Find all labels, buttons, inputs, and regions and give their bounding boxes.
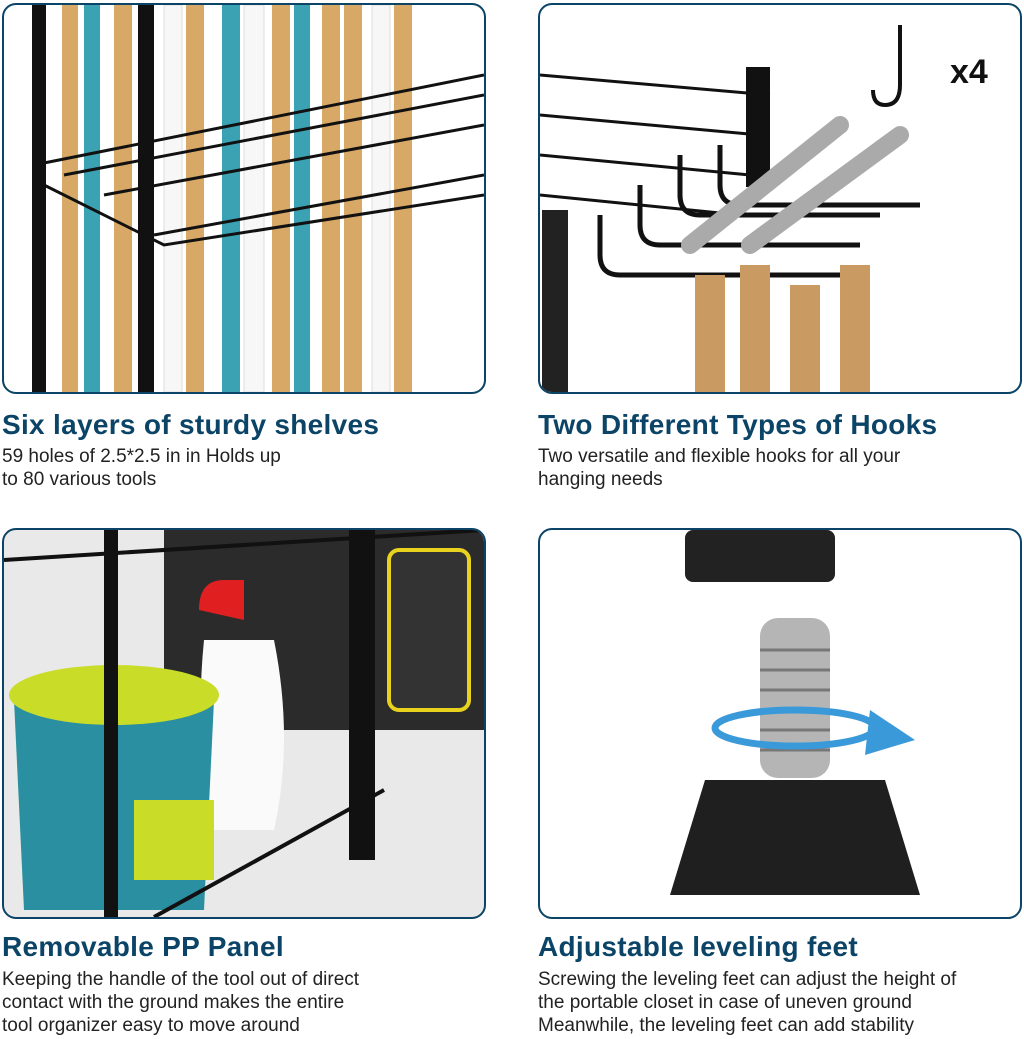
feature-description: Keeping the handle of the tool out of di… [2, 969, 360, 1036]
rotate-arrow-icon [865, 710, 915, 755]
hook-count-badge: x4 [950, 53, 988, 91]
pp-panel-image [2, 528, 486, 919]
feature-description: Screwing the leveling feet can adjust th… [538, 969, 957, 1036]
feature-description: Two versatile and flexible hooks for all… [538, 446, 901, 490]
hooks-illustration [540, 25, 920, 392]
shelves-image [2, 3, 486, 394]
bucket-and-sprayer-illustration [4, 530, 484, 917]
s-hook-icon [871, 25, 902, 108]
feature-title: Removable PP Panel [2, 931, 284, 962]
feature-title: Adjustable leveling feet [538, 931, 858, 962]
feature-title: Six layers of sturdy shelves [2, 409, 380, 440]
leveling-feet-image [538, 528, 1022, 919]
leveling-foot-illustration [670, 530, 920, 895]
tools-on-shelf-illustration [32, 5, 484, 392]
hooks-image: x4 [538, 3, 1022, 394]
feature-title: Two Different Types of Hooks [538, 409, 938, 440]
